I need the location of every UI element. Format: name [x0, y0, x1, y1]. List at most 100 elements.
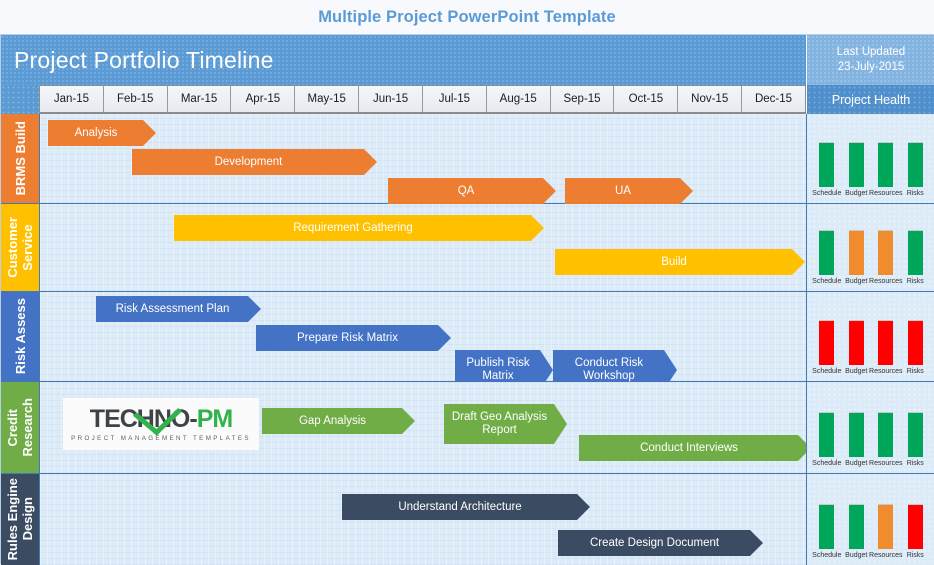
health-metric-label: Budget	[845, 368, 868, 375]
health-item: Risks	[903, 142, 928, 197]
health-status-bar	[848, 320, 864, 365]
month-cell-jul-15: Jul-15	[422, 86, 487, 112]
chart-title: Project Portfolio Timeline	[14, 46, 274, 73]
task-bar[interactable]: Requirement Gathering	[174, 215, 544, 241]
health-status-bar	[907, 230, 923, 275]
task-bar[interactable]: Gap Analysis	[262, 408, 415, 434]
health-status-bar	[819, 504, 835, 549]
chart-title-bar: Project Portfolio Timeline	[1, 35, 807, 85]
health-metric-label: Resources	[869, 190, 903, 197]
health-metric-label: Risks	[906, 552, 924, 559]
health-metric-label: Schedule	[812, 460, 842, 467]
row-label-text: BRMS Build	[12, 121, 28, 196]
health-status-bar	[907, 504, 923, 549]
health-item: Schedule	[812, 320, 842, 375]
health-status-bar	[848, 412, 864, 457]
health-metric-label: Resources	[869, 368, 903, 375]
health-status-bar	[907, 320, 923, 365]
month-cell-nov-15: Nov-15	[678, 86, 743, 112]
task-bar[interactable]: Create Design Document	[558, 530, 763, 556]
logo-tagline: PROJECT MANAGEMENT TEMPLATES	[71, 435, 251, 442]
chart-header: Project Portfolio Timeline Last Updated …	[1, 35, 934, 85]
health-status-bar	[819, 320, 835, 365]
logo-text-2: NO-	[153, 405, 198, 433]
task-bar[interactable]: Prepare Risk Matrix	[256, 325, 451, 351]
task-bar[interactable]: Development	[132, 149, 377, 175]
timeline-corner-cell	[1, 85, 39, 114]
health-metric-label: Resources	[869, 552, 903, 559]
task-bar[interactable]: Analysis	[48, 120, 156, 146]
health-item: Schedule	[812, 142, 842, 197]
row-label-2: Risk Assess	[1, 292, 39, 381]
task-bar[interactable]: Build	[555, 249, 805, 275]
page-title-text: Multiple Project PowerPoint Template	[318, 7, 616, 26]
row-label-text: Rules Engine Design	[5, 478, 35, 561]
task-bar[interactable]: Draft Geo Analysis Report	[444, 404, 567, 444]
health-metric-label: Risks	[906, 190, 924, 197]
health-metric-label: Schedule	[812, 552, 842, 559]
health-metric-label: Budget	[845, 278, 868, 285]
month-cell-mar-15: Mar-15	[167, 86, 232, 112]
health-item: Schedule	[812, 230, 841, 285]
task-bar[interactable]: QA	[388, 178, 556, 204]
logo-wordmark: TECHNO-PM	[89, 391, 233, 436]
health-status-bar	[907, 142, 923, 187]
last-updated-value: 23-July-2015	[837, 61, 905, 73]
health-item: Resources	[869, 504, 902, 559]
task-bar[interactable]: UA	[565, 178, 693, 204]
health-metric-label: Budget	[845, 460, 868, 467]
month-cell-dec-15: Dec-15	[742, 86, 805, 112]
health-item: Risks	[903, 230, 928, 285]
health-status-bar	[848, 230, 864, 275]
health-item: Schedule	[812, 504, 842, 559]
logo-text-3: PM	[196, 405, 233, 433]
task-bar[interactable]: Risk Assessment Plan	[96, 296, 261, 322]
task-bar[interactable]: Understand Architecture	[342, 494, 590, 520]
logo-text-1: TECH	[89, 405, 155, 433]
health-item: Risks	[903, 504, 928, 559]
month-cell-may-15: May-15	[295, 86, 360, 112]
health-item: Risks	[903, 320, 928, 375]
health-metric-label: Risks	[906, 368, 924, 375]
month-cell-aug-15: Aug-15	[486, 86, 551, 112]
health-status-bar	[878, 142, 894, 187]
health-metric-label: Schedule	[812, 368, 842, 375]
health-status-bar	[819, 142, 835, 187]
row-label-text: Customer Service	[5, 217, 35, 278]
month-cell-sep-15: Sep-15	[550, 86, 615, 112]
last-updated-label: Last Updated	[836, 46, 906, 58]
month-cell-jan-15: Jan-15	[40, 86, 104, 112]
health-status-bar	[848, 142, 864, 187]
month-cell-oct-15: Oct-15	[614, 86, 679, 112]
health-metric-label: Resources	[869, 460, 903, 467]
row-label-3: Credit Research	[1, 382, 39, 473]
month-cell-feb-15: Feb-15	[103, 86, 168, 112]
health-item: Budget	[844, 504, 869, 559]
health-metric-label: Risks	[906, 278, 924, 285]
gantt-chart: Project Portfolio Timeline Last Updated …	[0, 34, 934, 565]
health-item: Budget	[844, 412, 869, 467]
health-metric-label: Schedule	[812, 190, 842, 197]
health-metric-label: Budget	[845, 552, 868, 559]
health-item: Resources	[869, 142, 902, 197]
health-item: Resources	[869, 412, 902, 467]
row-label-text: Credit Research	[5, 398, 35, 457]
health-metric-label: Resources	[869, 278, 903, 285]
page-title: Multiple Project PowerPoint Template	[0, 0, 934, 34]
health-status-bar	[878, 412, 894, 457]
health-status-bar	[819, 412, 835, 457]
health-item: Budget	[844, 320, 869, 375]
task-bar[interactable]: Conduct Interviews	[579, 435, 811, 461]
